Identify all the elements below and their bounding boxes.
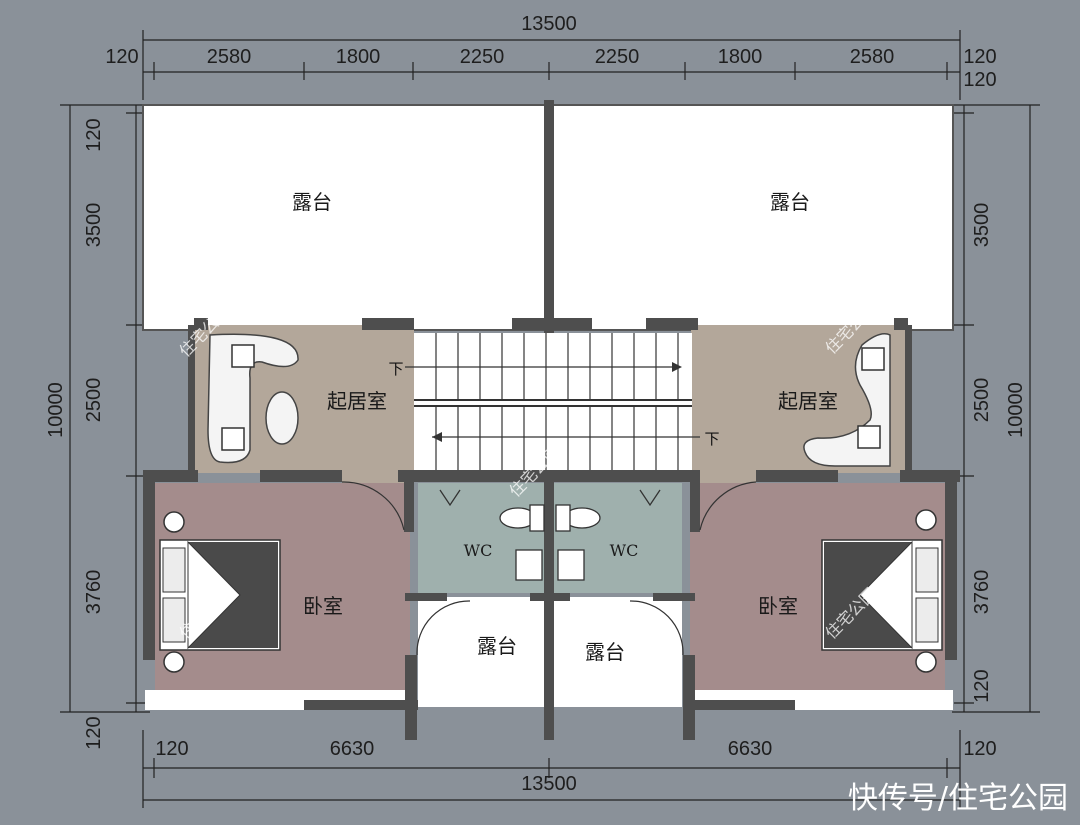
stair-down-left-label: 下	[388, 360, 403, 378]
dim-bottom-seg: 6630	[330, 738, 375, 760]
dim-top-total: 13500	[521, 13, 577, 35]
living-room-right-label: 起居室	[778, 389, 838, 413]
bedroom-left-label: 卧室	[303, 594, 343, 618]
wc-right-label: WC	[610, 541, 639, 560]
balcony-left-label: 露台	[477, 634, 517, 658]
dim-top-seg: 2580	[850, 46, 895, 68]
stair-area	[414, 333, 692, 470]
dim-right-seg: 3760	[971, 570, 993, 615]
stair-down-right-label: 下	[704, 430, 719, 448]
dim-top-seg: 120	[105, 46, 138, 68]
dim-left-seg: 120	[83, 716, 105, 749]
balcony-right	[554, 597, 682, 707]
dim-left-total: 10000	[45, 382, 67, 438]
balcony-left	[418, 597, 546, 707]
walls	[143, 100, 960, 740]
bed-left	[159, 511, 281, 673]
dim-top-seg: 1800	[336, 46, 381, 68]
door-swings	[341, 481, 757, 656]
sofa-left	[207, 333, 299, 464]
balcony-right-label: 露台	[585, 640, 625, 664]
dim-right-seg: 120	[971, 669, 993, 702]
dim-right-seg: 2500	[971, 378, 993, 423]
bed-right	[821, 509, 943, 673]
dim-left-seg: 2500	[83, 378, 105, 423]
dim-left-seg: 3760	[83, 570, 105, 615]
dim-right-seg: 3500	[971, 203, 993, 248]
terrace-right-label: 露台	[770, 190, 810, 214]
living-room-left-label: 起居室	[327, 389, 387, 413]
bedroom-right-label: 卧室	[758, 594, 798, 618]
dim-left-seg: 3500	[83, 203, 105, 248]
dim-top-seg: 2250	[595, 46, 640, 68]
wc-left-label: WC	[464, 541, 493, 560]
dim-top-seg: 2580	[207, 46, 252, 68]
dim-top-seg: 2250	[460, 46, 505, 68]
stair-arrow-left-icon	[432, 432, 442, 442]
dim-left-seg: 120	[83, 118, 105, 151]
dim-bottom-total: 13500	[521, 773, 577, 795]
dim-bottom-seg: 6630	[728, 738, 773, 760]
dim-right-total: 10000	[1005, 382, 1027, 438]
dim-top-seg: 120	[963, 46, 996, 68]
dim-top-right-small: 120	[963, 69, 996, 91]
room-labels: 露台 露台 起居室 起居室 WC WC 卧室 卧室 露台 露台 下 下	[292, 190, 838, 664]
dim-bottom-seg: 120	[963, 738, 996, 760]
credit-text: 快传号/住宅公园	[848, 781, 1068, 816]
sofa-right	[803, 333, 891, 467]
dim-top-seg: 1800	[718, 46, 763, 68]
stair-arrow-right-icon	[672, 362, 682, 372]
wc-fixtures	[439, 489, 661, 581]
dimension-texts: 13500 120 2580 1800 2250 2250 1800 2580 …	[45, 13, 1027, 795]
dim-bottom-seg: 120	[155, 738, 188, 760]
terrace-left-label: 露台	[292, 190, 332, 214]
